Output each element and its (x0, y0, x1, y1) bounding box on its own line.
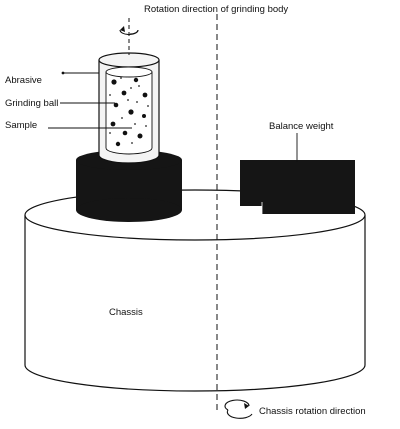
balance-weight-label: Balance weight (269, 121, 334, 132)
balance-weight-block (240, 160, 355, 214)
chassis-rotation-arrow-icon (224, 399, 253, 419)
abrasive-leader-dot (61, 71, 65, 75)
chassis-drum (24, 189, 366, 392)
abrasive-label: Abrasive (5, 75, 42, 86)
chassis-rotation-label: Chassis rotation direction (259, 406, 366, 417)
grinding-body-rotation-label: Rotation direction of grinding body (144, 4, 288, 15)
chassis-body (24, 215, 366, 392)
grinding-balls (110, 77, 148, 147)
chassis-label: Chassis (109, 307, 143, 318)
sample-label: Sample (5, 120, 37, 131)
grinding-vial (98, 52, 160, 164)
grinding-ball-label: Grinding ball (5, 98, 58, 109)
leader-lines (48, 72, 298, 162)
grinding-body-rotation-arrow-icon (119, 26, 139, 36)
sample-particles (109, 77, 149, 144)
